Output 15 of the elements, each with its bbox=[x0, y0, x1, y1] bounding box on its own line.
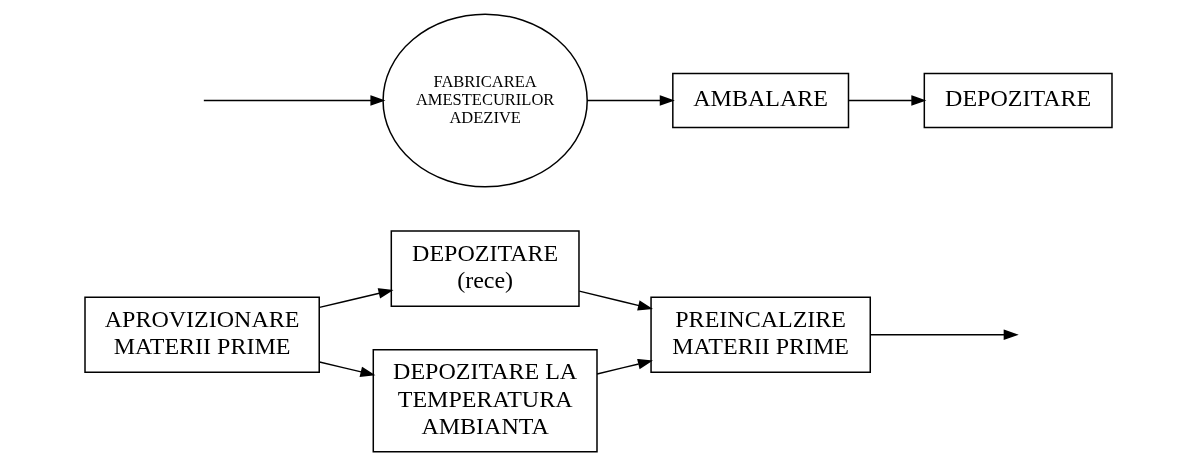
arrow bbox=[596, 358, 653, 375]
node-box: DEPOZITARE (rece) bbox=[390, 230, 580, 307]
arrow bbox=[870, 329, 1019, 340]
arrow bbox=[203, 95, 386, 106]
node-box: APROVIZIONARE MATERII PRIME bbox=[84, 296, 320, 373]
node-box: PREINCALZIRE MATERII PRIME bbox=[650, 296, 871, 373]
arrow bbox=[318, 361, 376, 377]
node-ellipse: FABRICAREA AMESTECURILOR ADEZIVE bbox=[382, 13, 588, 188]
arrow bbox=[318, 288, 394, 309]
arrow bbox=[586, 95, 675, 106]
node-box: DEPOZITARE LA TEMPERATURA AMBIANTA bbox=[372, 349, 598, 453]
node-box: AMBALARE bbox=[672, 72, 850, 129]
arrow bbox=[848, 95, 927, 106]
node-box: DEPOZITARE bbox=[923, 72, 1113, 129]
arrow bbox=[578, 290, 653, 311]
